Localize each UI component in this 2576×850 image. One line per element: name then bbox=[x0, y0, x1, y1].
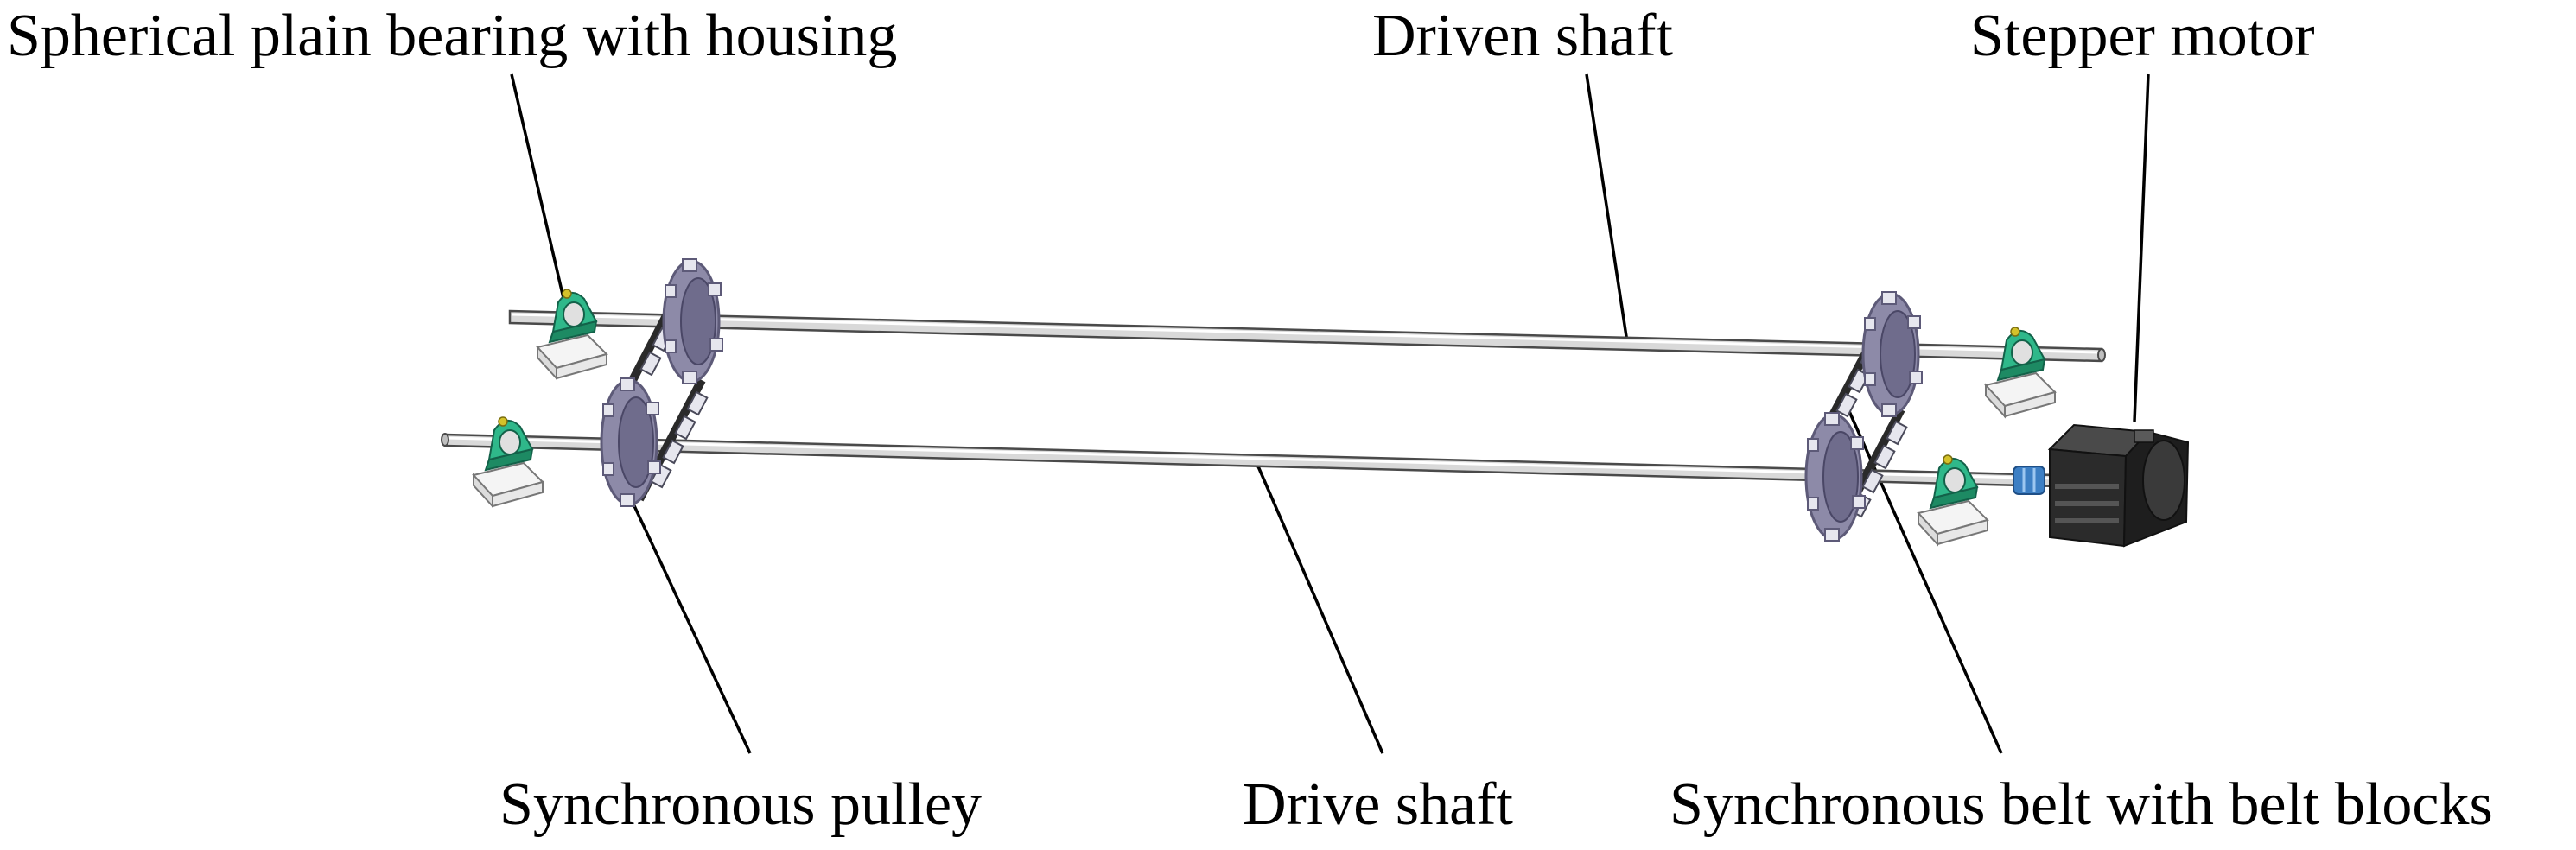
bearing-upper-left bbox=[536, 289, 608, 381]
synchronous-pulley-upper-left bbox=[662, 258, 723, 384]
bearing-lower-right bbox=[1917, 454, 1989, 547]
bearing-upper-right bbox=[1984, 327, 2057, 419]
stepper-motor bbox=[2047, 423, 2190, 548]
label-drive-shaft: Drive shaft bbox=[1243, 771, 1514, 838]
label-belt: Synchronous belt with belt blocks bbox=[1670, 771, 2493, 838]
leader-stepper-motor bbox=[2133, 73, 2150, 422]
leader-bearing bbox=[510, 73, 565, 299]
driven-shaft bbox=[508, 309, 2106, 363]
leader-drive-shaft bbox=[1256, 466, 1384, 754]
synchronous-pulley-upper-right bbox=[1861, 291, 1923, 417]
shaft-coupling bbox=[2013, 466, 2045, 495]
synchronous-pulley-lower-left bbox=[600, 377, 661, 507]
leader-driven-shaft bbox=[1585, 73, 1629, 343]
label-driven-shaft: Driven shaft bbox=[1372, 3, 1674, 69]
synchronous-pulley-lower-right bbox=[1804, 412, 1866, 542]
label-stepper-motor: Stepper motor bbox=[1970, 3, 2315, 69]
label-pulley: Synchronous pulley bbox=[499, 771, 982, 838]
leader-lines bbox=[510, 73, 2150, 754]
bearing-lower-left bbox=[472, 416, 544, 509]
label-bearing: Spherical plain bearing with housing bbox=[7, 3, 897, 69]
leader-pulley bbox=[622, 483, 752, 754]
labels: Spherical plain bearing with housing Dri… bbox=[7, 3, 2493, 838]
